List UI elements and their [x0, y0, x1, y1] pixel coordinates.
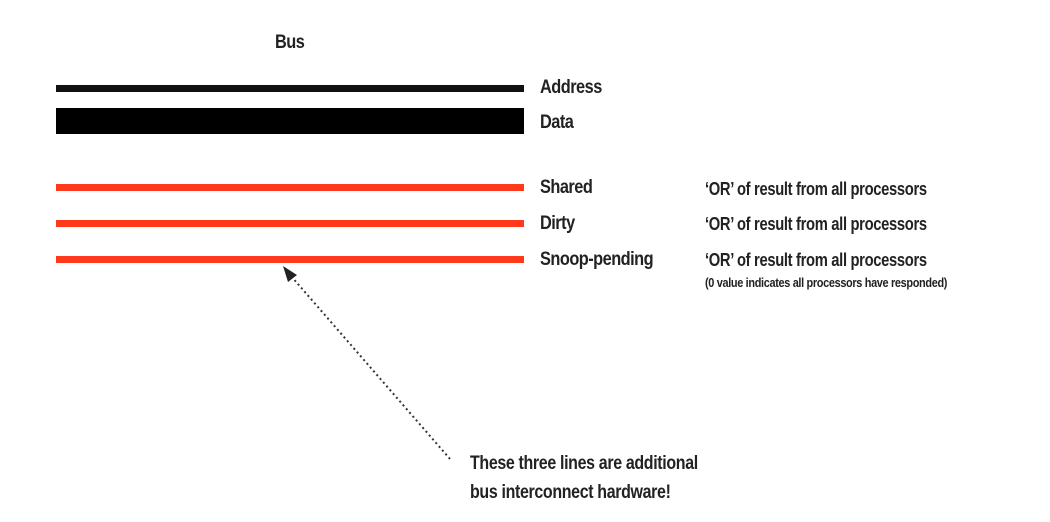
arrow-head-icon [283, 266, 297, 282]
data-label: Data [540, 112, 574, 133]
snoop-pending-line [56, 256, 524, 263]
dirty-label: Dirty [540, 213, 575, 234]
snoop-pending-note: ‘OR’ of result from all processors [705, 250, 927, 270]
dotted-arrow-shaft [290, 275, 451, 460]
shared-line [56, 184, 524, 191]
snoop-pending-subnote: (0 value indicates all processors have r… [705, 275, 948, 290]
address-label: Address [540, 77, 602, 98]
snoop-pending-label: Snoop-pending [540, 249, 654, 270]
dirty-line [56, 220, 524, 227]
data-line [56, 108, 524, 134]
shared-note: ‘OR’ of result from all processors [705, 179, 927, 199]
address-line [56, 85, 524, 92]
dirty-note: ‘OR’ of result from all processors [705, 214, 927, 234]
callout-line-1: These three lines are additional [470, 453, 698, 474]
bus-title: Bus [275, 32, 305, 53]
callout-line-2: bus interconnect hardware! [470, 482, 671, 503]
shared-label: Shared [540, 177, 593, 198]
